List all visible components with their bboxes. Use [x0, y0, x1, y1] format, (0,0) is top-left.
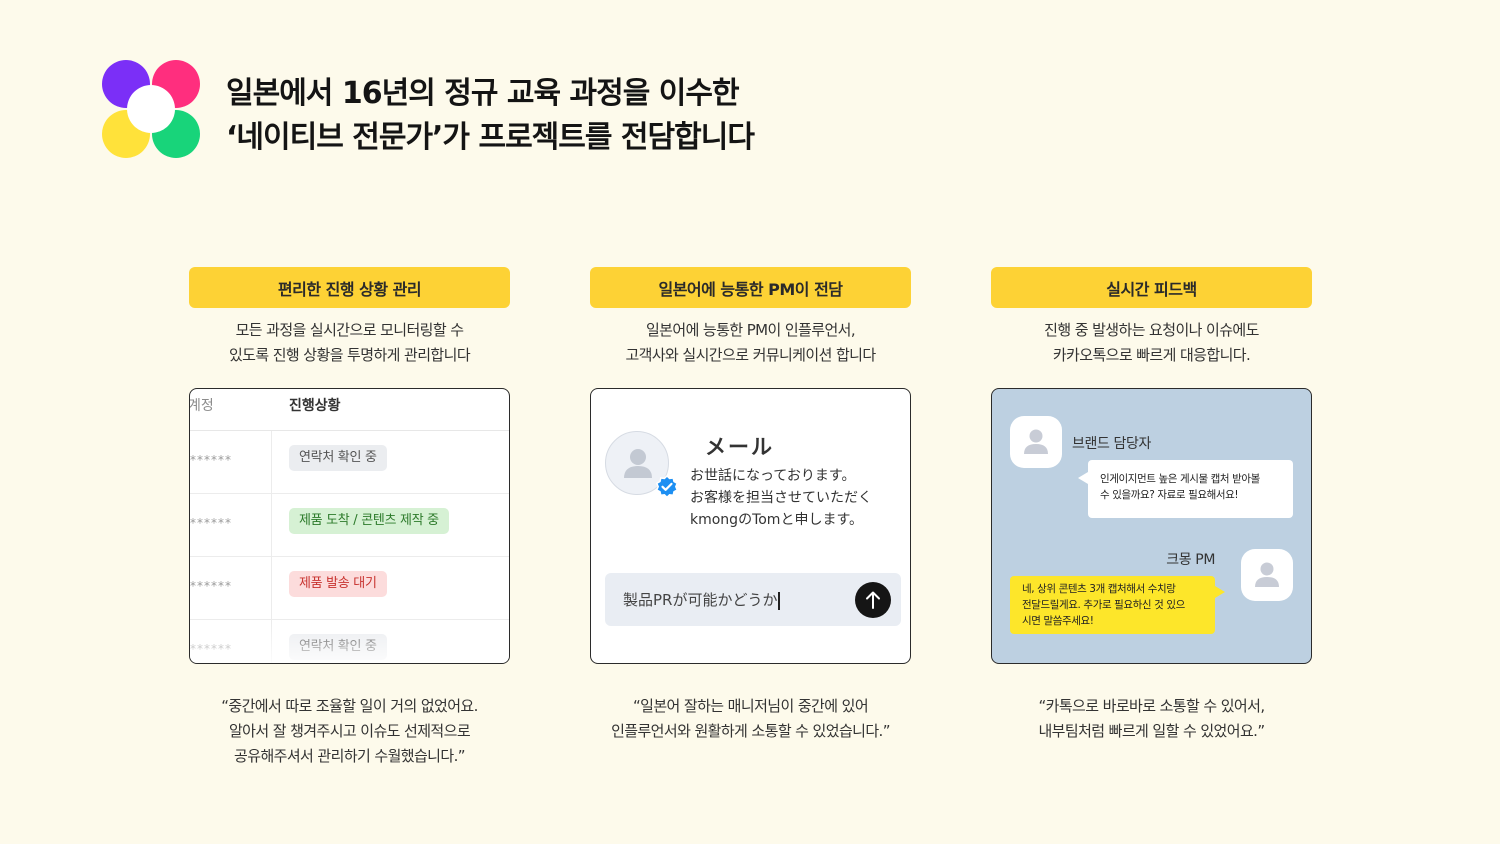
table-row[interactable]: ****** 연락처 확인 중 — [190, 431, 509, 494]
mail-line: お客様を担当させていただく — [690, 490, 872, 506]
feature-pill: 일본어에 능통한 PM이 전담 — [590, 267, 911, 308]
message-line: 수 있을까요? 자료로 필요해서요! — [1100, 489, 1239, 501]
description-line: 고객사와 실시간으로 커뮤니케이션 합니다 — [625, 346, 876, 364]
title-line-2: ‘네이티브 전문가’가 프로젝트를 전담합니다 — [226, 120, 755, 155]
four-petal-flower-logo-icon — [102, 60, 200, 158]
feature-description: 일본어에 능통한 PM이 인플루언서, 고객사와 실시간으로 커뮤니케이션 합니… — [590, 318, 911, 388]
quote-line: 알아서 잘 챙겨주시고 이슈도 선제적으로 — [228, 722, 471, 740]
chat-bubble-incoming: 인게이지먼트 높은 게시물 캡처 받아볼 수 있을까요? 자료로 필요해서요! — [1078, 460, 1293, 518]
sender-name: 크몽 PM — [1166, 552, 1215, 568]
status-badge: 연락처 확인 중 — [289, 445, 387, 471]
masked-account: ****** — [190, 516, 232, 530]
table-row[interactable]: ****** 제품 발송 대기 — [190, 557, 509, 620]
chat-bubble-outgoing: 네, 상위 콘텐츠 3개 캡처해서 수치랑 전달드릴게요. 추가로 필요하신 것… — [1010, 576, 1225, 634]
feature-realtime-feedback: 실시간 피드백 진행 중 발생하는 요청이나 이슈에도 카카오톡으로 빠르게 대… — [991, 267, 1312, 740]
column-header-account: 계정 — [189, 398, 214, 414]
feature-progress-management: 편리한 진행 상황 관리 모든 과정을 실시간으로 모니터링할 수 있도록 진행… — [189, 267, 510, 765]
page-title: 일본에서 16년의 정규 교육 과정을 이수한 ‘네이티브 전문가’가 프로젝트… — [226, 72, 755, 160]
progress-table-card: 계정 진행상황 ****** 연락처 확인 중 ****** 제품 도착 / 콘… — [189, 388, 510, 664]
feature-description: 모든 과정을 실시간으로 모니터링할 수 있도록 진행 상황을 투명하게 관리합… — [189, 318, 510, 388]
table-row[interactable]: ****** 연락처 확인 중 — [190, 620, 509, 663]
status-badge: 제품 도착 / 콘텐츠 제작 중 — [289, 508, 449, 534]
customer-quote: “중간에서 따로 조율할 일이 거의 없었어요. 알아서 잘 챙겨주시고 이슈도… — [149, 694, 550, 769]
message-line: 시면 말씀주세요! — [1022, 615, 1094, 627]
composer-input[interactable]: 製品PRが可能かどうか — [623, 589, 780, 610]
mail-line: kmongのTomと申します。 — [690, 512, 864, 528]
quote-line: 내부팀처럼 빠르게 일할 수 있었어요.” — [1038, 722, 1265, 740]
mail-line: お世話になっております。 — [690, 468, 856, 484]
feature-pill: 편리한 진행 상황 관리 — [189, 267, 510, 308]
status-badge: 제품 발송 대기 — [289, 571, 387, 597]
composer-text: 製品PRが可能かどうか — [623, 591, 778, 609]
mail-title: メール — [705, 435, 774, 459]
arrow-up-send-icon — [866, 591, 880, 609]
quote-line: 공유해주셔서 관리하기 수월했습니다.” — [234, 747, 465, 765]
brand-manager-avatar-icon — [1010, 416, 1062, 468]
status-badge: 연락처 확인 중 — [289, 634, 387, 660]
description-line: 있도록 진행 상황을 투명하게 관리합니다 — [228, 346, 471, 364]
sender-name: 브랜드 담당자 — [1072, 436, 1151, 452]
feature-description: 진행 중 발생하는 요청이나 이슈에도 카카오톡으로 빠르게 대응합니다. — [991, 318, 1312, 388]
quote-line: “카톡으로 바로바로 소통할 수 있어서, — [1038, 697, 1265, 715]
customer-quote: “카톡으로 바로바로 소통할 수 있어서, 내부팀처럼 빠르게 일할 수 있었어… — [951, 694, 1352, 744]
quote-line: 인플루언서와 원활하게 소통할 수 있었습니다.” — [611, 722, 890, 740]
table-header: 계정 진행상황 — [190, 389, 509, 431]
feature-japanese-pm: 일본어에 능통한 PM이 전담 일본어에 능통한 PM이 인플루언서, 고객사와… — [590, 267, 911, 740]
message-composer[interactable]: 製品PRが可能かどうか — [605, 573, 901, 626]
mail-body: お世話になっております。 お客様を担当させていただく kmongのTomと申しま… — [690, 465, 872, 531]
pm-avatar-icon — [1241, 549, 1293, 601]
description-line: 일본어에 능통한 PM이 인플루언서, — [645, 321, 856, 339]
message-line: 전달드릴게요. 추가로 필요하신 것 있으 — [1022, 599, 1185, 611]
chat-card: 브랜드 담당자 인게이지먼트 높은 게시물 캡처 받아볼 수 있을까요? 자료로… — [991, 388, 1312, 664]
description-line: 진행 중 발생하는 요청이나 이슈에도 — [1044, 321, 1259, 339]
table-row[interactable]: ****** 제품 도착 / 콘텐츠 제작 중 — [190, 494, 509, 557]
user-avatar-icon — [605, 431, 669, 495]
feature-pill: 실시간 피드백 — [991, 267, 1312, 308]
quote-line: “일본어 잘하는 매니저님이 중간에 있어 — [632, 697, 869, 715]
mail-card: メール お世話になっております。 お客様を担当させていただく kmongのTom… — [590, 388, 911, 664]
verified-check-icon — [655, 475, 679, 499]
send-button[interactable] — [855, 582, 891, 618]
column-header-status: 진행상황 — [289, 398, 341, 414]
message-line: 인게이지먼트 높은 게시물 캡처 받아볼 — [1100, 473, 1260, 485]
description-line: 카카오톡으로 빠르게 대응합니다. — [1052, 346, 1251, 364]
text-caret — [778, 591, 780, 610]
masked-account: ****** — [190, 453, 232, 467]
customer-quote: “일본어 잘하는 매니저님이 중간에 있어 인플루언서와 원활하게 소통할 수 … — [550, 694, 951, 744]
title-line-1: 일본에서 16년의 정규 교육 과정을 이수한 — [226, 76, 740, 111]
quote-line: “중간에서 따로 조율할 일이 거의 없었어요. — [221, 697, 478, 715]
masked-account: ****** — [190, 579, 232, 593]
masked-account: ****** — [190, 642, 232, 656]
message-line: 네, 상위 콘텐츠 3개 캡처해서 수치랑 — [1022, 583, 1176, 595]
description-line: 모든 과정을 실시간으로 모니터링할 수 — [235, 321, 464, 339]
